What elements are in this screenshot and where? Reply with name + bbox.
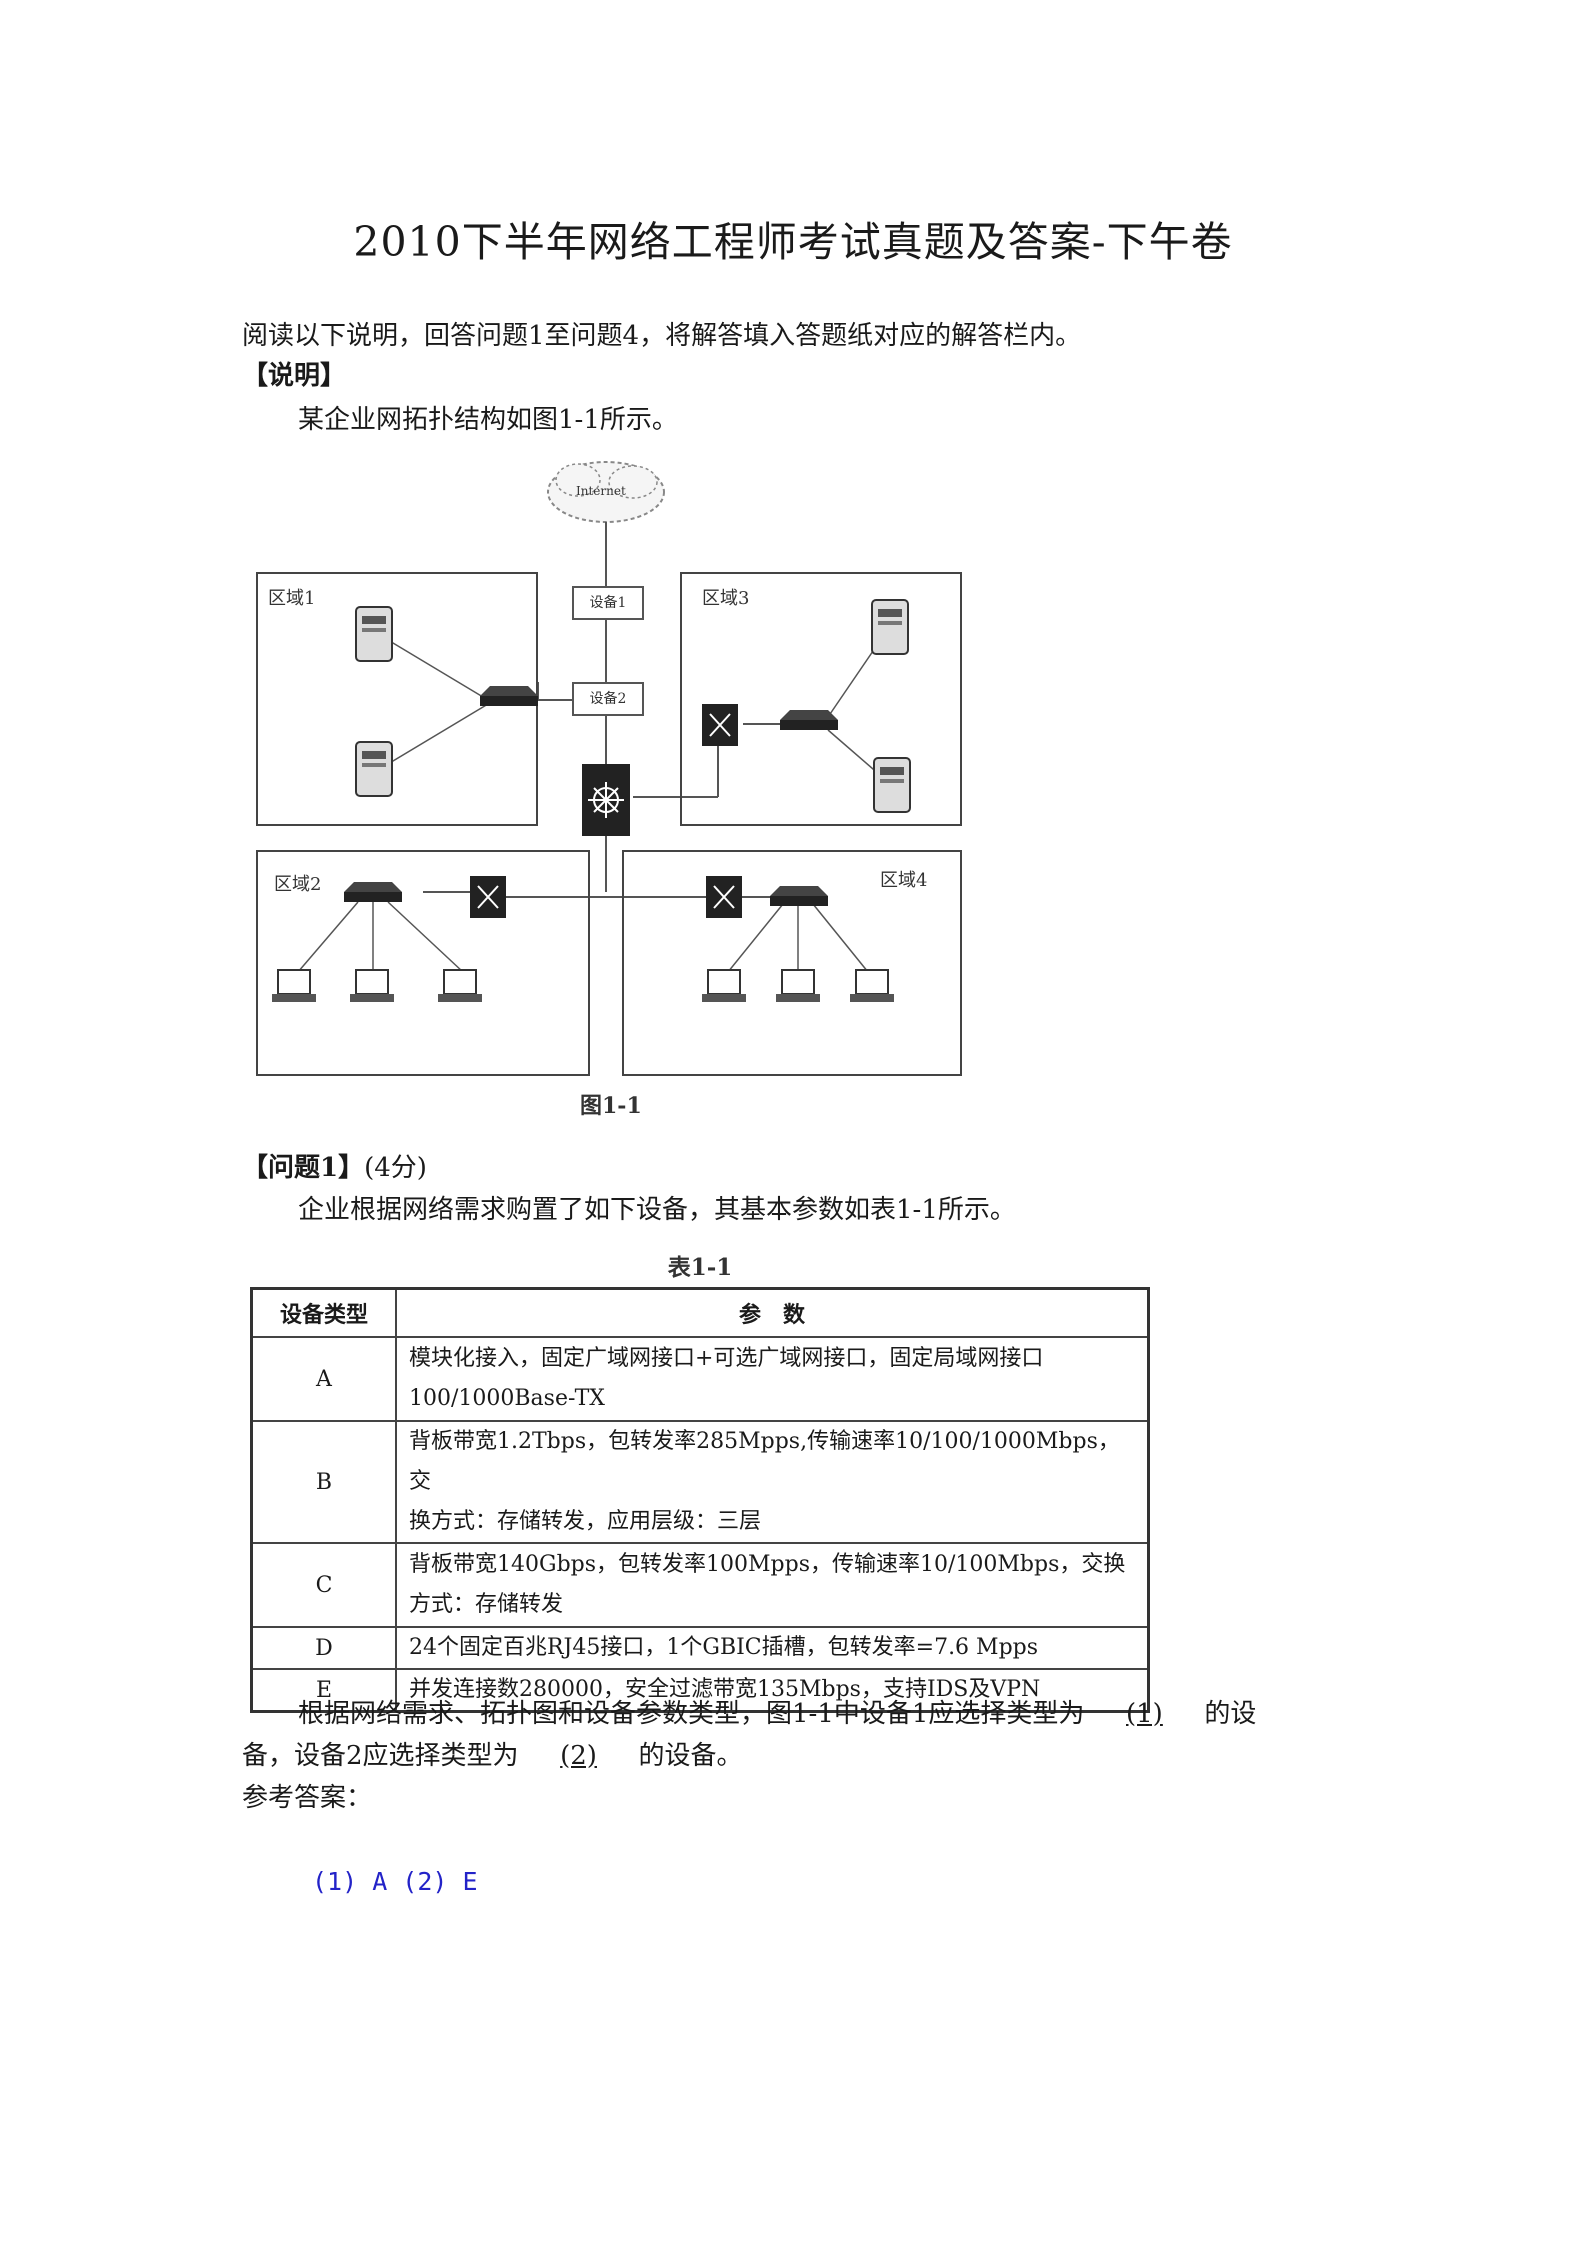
answer-label: 参考答案： [242,1783,373,1813]
pc-icon [702,969,746,1002]
router-icon [702,704,738,746]
table-cell-param: 24个固定百兆RJ45接口，1个GBIC插槽，包转发率=7.6 Mpps [395,1626,1150,1670]
table-row: B 背板带宽1.2Tbps，包转发率285Mpps,传输速率10/100/100… [250,1420,1150,1544]
pc-icon [776,969,820,1002]
pc-icon [438,969,482,1002]
table-row: C 背板带宽140Gbps，包转发率100Mpps，传输速率10/100Mbps… [250,1542,1150,1628]
zone-3-label: 区域3 [702,588,750,609]
pc-icon [272,969,316,1002]
table-row: D 24个固定百兆RJ45接口，1个GBIC插槽，包转发率=7.6 Mpps [250,1626,1150,1670]
device-2-box: 设备2 [572,682,644,716]
zone-4: 区域4 [622,850,962,1076]
figure-caption: 图1-1 [580,1093,642,1119]
pc-icon [350,969,394,1002]
zone-2: 区域2 [256,850,590,1076]
internet-label: Internet [576,484,626,498]
table-cell-param: 并发连接数280000，安全过滤带宽135Mbps，支持IDS及VPN [395,1668,1150,1713]
internet-cloud-icon [547,461,665,523]
q1-score: (4分) [364,1153,427,1183]
core-switch-icon [582,764,630,836]
page-title: 2010下半年网络工程师考试真题及答案-下午卷 [353,218,1233,266]
server-icon [355,606,393,662]
q1-header: 【问题1】 [242,1153,365,1183]
device-1-box: 设备1 [572,586,644,620]
table-header-param: 参 数 [395,1287,1150,1338]
zone-4-label: 区域4 [880,870,928,891]
q1-question-line2: 备，设备2应选择类型为(2)的设备。 [242,1736,743,1776]
q1-question-line1: 根据网络需求、拓扑图和设备参数类型，图1-1中设备1应选择类型为(1)的设 [298,1694,1256,1734]
table-header-row: 设备类型 参 数 [250,1287,1150,1338]
table-cell-param: 背板带宽140Gbps，包转发率100Mpps，传输速率10/100Mbps，交… [395,1542,1150,1628]
table-cell-type: E [250,1668,397,1713]
switch-icon [480,686,538,706]
switch-icon [780,710,838,730]
router-icon [706,876,742,918]
zone-3: 区域3 [680,572,962,826]
intro-text: 阅读以下说明，回答问题1至问题4，将解答填入答题纸对应的解答栏内。 [242,321,1082,351]
answer-blank-1: (1) [1126,1699,1163,1729]
server-icon [873,757,911,813]
table-cell-type: C [250,1542,397,1628]
table-cell-param: 背板带宽1.2Tbps，包转发率285Mpps,传输速率10/100/1000M… [395,1420,1150,1544]
pc-icon [850,969,894,1002]
server-icon [355,741,393,797]
device-param-table: 设备类型 参 数 A 模块化接入，固定广域网接口+可选广域网接口，固定局域网接口… [250,1287,1150,1713]
switch-icon [344,882,402,902]
explain-text: 某企业网拓扑结构如图1-1所示。 [298,405,678,435]
explain-header: 【说明】 [242,361,347,391]
topology-figure: Internet 设备1 设备2 区域1 区域3 区域2 区域4 [248,452,978,1132]
answer-text: (1) A (2) E [312,1867,478,1896]
q1-text: 企业根据网络需求购置了如下设备，其基本参数如表1-1所示。 [298,1195,1016,1225]
table-cell-type: D [250,1626,397,1670]
table-caption: 表1-1 [667,1254,733,1281]
router-icon [470,876,506,918]
switch-icon [770,886,828,906]
table-cell-type: B [250,1420,397,1544]
answer-blank-2: (2) [560,1741,597,1771]
server-icon [871,599,909,655]
table-cell-type: A [250,1336,397,1422]
zone-2-label: 区域2 [274,874,322,895]
q1-header-line: 【问题1】(4分) [242,1148,427,1188]
device-icons [272,599,911,1002]
zone-1-label: 区域1 [268,588,316,609]
table-header-type: 设备类型 [250,1287,397,1338]
table-row: E 并发连接数280000，安全过滤带宽135Mbps，支持IDS及VPN [250,1668,1150,1713]
